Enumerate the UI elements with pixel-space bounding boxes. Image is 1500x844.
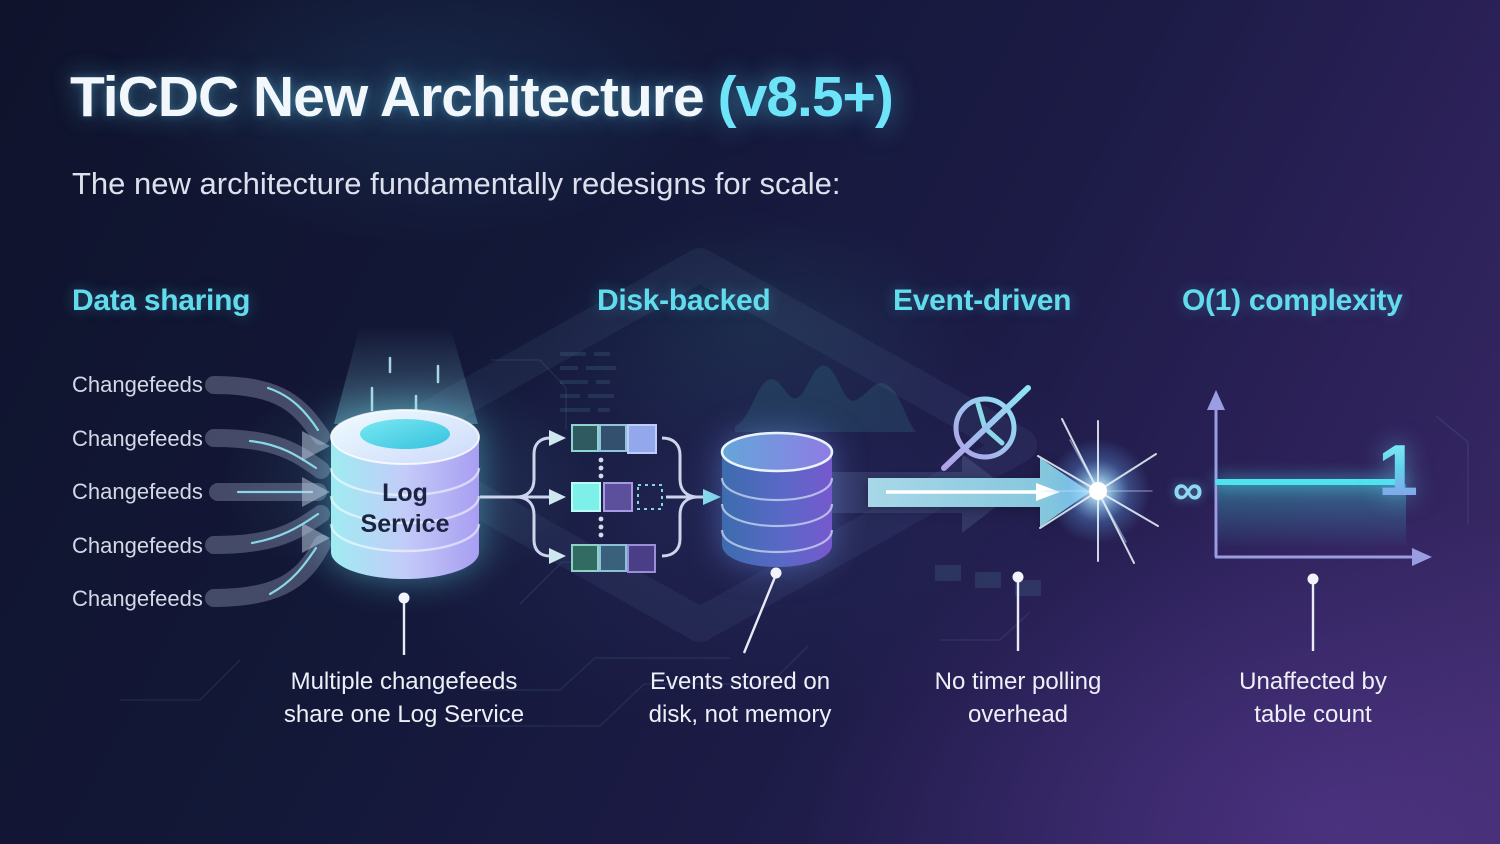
caption-data-sharing-line2: share one Log Service bbox=[283, 701, 525, 728]
caption-o1-complexity-line1: Unaffected by bbox=[1239, 668, 1387, 695]
ellipsis-dots bbox=[598, 457, 604, 538]
callout-pins bbox=[402, 576, 1315, 655]
caption-o1-complexity-line2: table count bbox=[1254, 701, 1372, 728]
complexity-graph bbox=[1207, 390, 1432, 566]
log-service-label-line2: Service bbox=[360, 510, 450, 538]
changefeed-label-3: Changefeeds bbox=[72, 479, 203, 504]
heading-event-driven: Event-driven bbox=[893, 284, 1072, 317]
fork-connector bbox=[480, 436, 551, 558]
log-service-label: Log Service bbox=[330, 478, 480, 540]
caption-event-driven-line1: No timer polling bbox=[934, 668, 1102, 695]
caption-disk-backed-line1: Events stored on bbox=[649, 668, 831, 695]
circuit-traces bbox=[120, 359, 1469, 727]
starburst bbox=[1037, 418, 1159, 564]
page-title: TiCDC New Architecture(v8.5+) bbox=[70, 64, 894, 130]
waveform-texture bbox=[735, 365, 916, 432]
heading-data-sharing: Data sharing bbox=[72, 284, 251, 317]
heading-disk-backed: Disk-backed bbox=[597, 284, 771, 317]
changefeed-label-5: Changefeeds bbox=[72, 586, 203, 611]
heading-o1-complexity: O(1) complexity bbox=[1182, 284, 1403, 317]
arrow-streaks bbox=[236, 386, 320, 596]
area-fill bbox=[1218, 484, 1406, 546]
changefeed-label-1: Changefeeds bbox=[72, 372, 203, 397]
converge-arrowhead bbox=[703, 489, 721, 505]
event-squares bbox=[571, 424, 663, 573]
caption-disk-backed-line2: disk, not memory bbox=[648, 701, 832, 728]
changefeed-label-2: Changefeeds bbox=[72, 426, 203, 451]
fork-arrowheads bbox=[549, 430, 566, 564]
page-subtitle: The new architecture fundamentally redes… bbox=[72, 166, 841, 201]
log-service-cylinder bbox=[329, 409, 481, 579]
code-rows-texture bbox=[560, 352, 1041, 596]
disk-cylinder bbox=[720, 431, 834, 567]
page-title-version: (v8.5+) bbox=[717, 65, 894, 129]
page-title-main: TiCDC New Architecture bbox=[70, 65, 705, 129]
arrowheads bbox=[302, 431, 330, 553]
infinity-symbol: ∞ bbox=[1173, 466, 1203, 513]
changefeed-arrows bbox=[205, 376, 331, 607]
caption-event-driven-line2: overhead bbox=[967, 701, 1069, 728]
constant-one-label: 1 bbox=[1378, 431, 1419, 511]
caption-disk-backed: Events stored on disk, not memory bbox=[570, 665, 910, 731]
changefeed-label-4: Changefeeds bbox=[72, 533, 203, 558]
callout-dots bbox=[398, 567, 1319, 604]
isometric-diamond bbox=[363, 248, 1037, 642]
caption-o1-complexity: Unaffected by table count bbox=[1143, 665, 1483, 731]
log-service-label-line1: Log bbox=[382, 479, 428, 507]
caption-data-sharing-line1: Multiple changefeeds bbox=[290, 668, 518, 695]
no-timer-icon bbox=[941, 385, 1031, 471]
caption-data-sharing: Multiple changefeeds share one Log Servi… bbox=[234, 665, 574, 731]
caption-event-driven: No timer polling overhead bbox=[848, 665, 1188, 731]
converge-connector bbox=[661, 436, 704, 558]
